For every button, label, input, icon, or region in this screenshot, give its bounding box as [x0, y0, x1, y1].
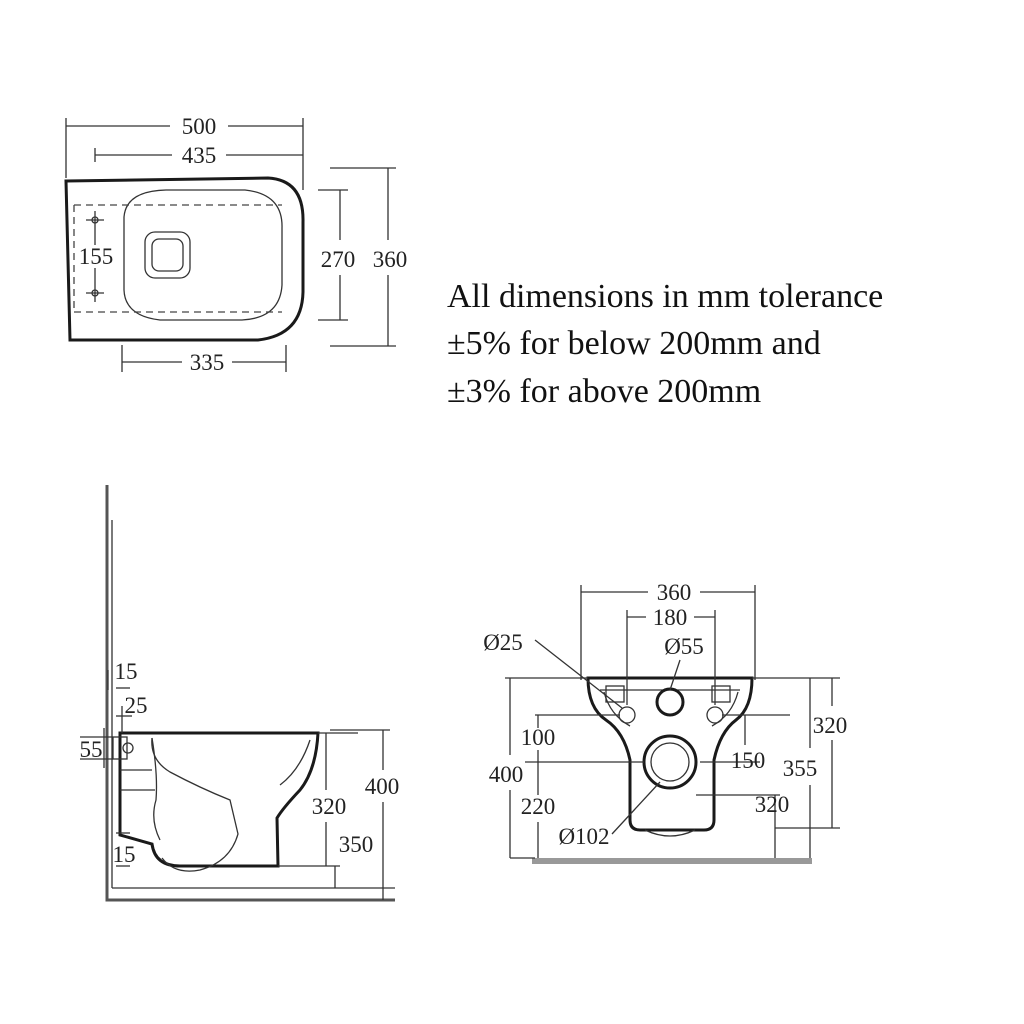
- side-wall-floor: [105, 485, 395, 902]
- rear-toilet-outline: [586, 676, 754, 832]
- rear-dim-dia-25: Ø25: [483, 630, 523, 655]
- rear-outlet: [642, 734, 698, 790]
- side-toilet-outline: [118, 731, 320, 868]
- plan-outline: [64, 176, 305, 342]
- plan-dim-335: 335: [190, 350, 225, 375]
- plan-dim-500: 500: [182, 114, 217, 139]
- plan-fixing-hole-top: [86, 211, 104, 229]
- rear-leader-55: [669, 659, 681, 691]
- side-dim-15-bottom: 15: [113, 842, 136, 867]
- side-bowl-inner: [151, 737, 239, 872]
- plan-fixing-hole-bottom: [86, 284, 104, 302]
- note-line-3: ±3% for above 200mm: [447, 373, 761, 410]
- rear-dim-320-lower: 320: [755, 792, 790, 817]
- rear-dim-220: 220: [521, 794, 556, 819]
- plan-dim-360: 360: [373, 247, 408, 272]
- side-dim-55: 55: [80, 737, 103, 762]
- side-dim-25: 25: [125, 693, 148, 718]
- rear-fixing-hole-left: [618, 706, 636, 724]
- side-dim-350: 350: [339, 832, 374, 857]
- rear-floor: [532, 858, 812, 864]
- rear-inlet: [655, 687, 685, 717]
- side-dim-320: 320: [312, 794, 347, 819]
- rear-dim-360: 360: [657, 580, 692, 605]
- rear-dim-320-right: 320: [813, 713, 848, 738]
- note-line-2: ±5% for below 200mm and: [447, 325, 821, 362]
- rear-dim-150: 150: [731, 748, 766, 773]
- rear-inner-right: [711, 691, 739, 727]
- plan-dim-435: 435: [182, 143, 217, 168]
- rear-dim-dia-55: Ø55: [664, 634, 704, 659]
- rear-fixing-slot-right: [711, 685, 731, 703]
- side-dim-15-top: 15: [115, 659, 138, 684]
- rear-dim-355: 355: [783, 756, 818, 781]
- side-view: 15 25 55 15 320 400 350: [80, 485, 400, 902]
- rear-dim-dia-102: Ø102: [558, 824, 609, 849]
- side-fixing-bolt: [112, 736, 128, 760]
- plan-dim-270: 270: [321, 247, 356, 272]
- rear-dim-100: 100: [521, 725, 556, 750]
- rear-fixing-hole-right: [706, 706, 724, 724]
- rear-view: 360 180 Ø25 Ø55 320 100 150 355 400 220 …: [483, 580, 847, 864]
- tolerance-note: All dimensions in mm tolerance ±5% for b…: [447, 278, 883, 410]
- rear-dim-180: 180: [653, 605, 688, 630]
- plan-inner-rim: [123, 189, 283, 321]
- rear-outlet-inner: [650, 742, 690, 782]
- rear-dim-400: 400: [489, 762, 524, 787]
- rear-inner-left: [603, 691, 631, 727]
- plan-view: 500 435 155 270 360 335: [64, 114, 408, 375]
- side-dim-400: 400: [365, 774, 400, 799]
- note-line-1: All dimensions in mm tolerance: [447, 278, 883, 315]
- rear-leader-102: [611, 781, 661, 835]
- rear-leader-25: [534, 639, 623, 709]
- side-trap-line: [151, 737, 161, 841]
- side-outlet-circle: [122, 742, 134, 754]
- plan-bowl-opening: [144, 231, 191, 279]
- plan-bowl-opening-inner: [151, 238, 184, 272]
- rear-fixing-slot-left: [605, 685, 625, 703]
- rear-outlet-base: [644, 829, 696, 837]
- plan-dim-155: 155: [79, 244, 114, 269]
- side-rim-line: [279, 739, 311, 786]
